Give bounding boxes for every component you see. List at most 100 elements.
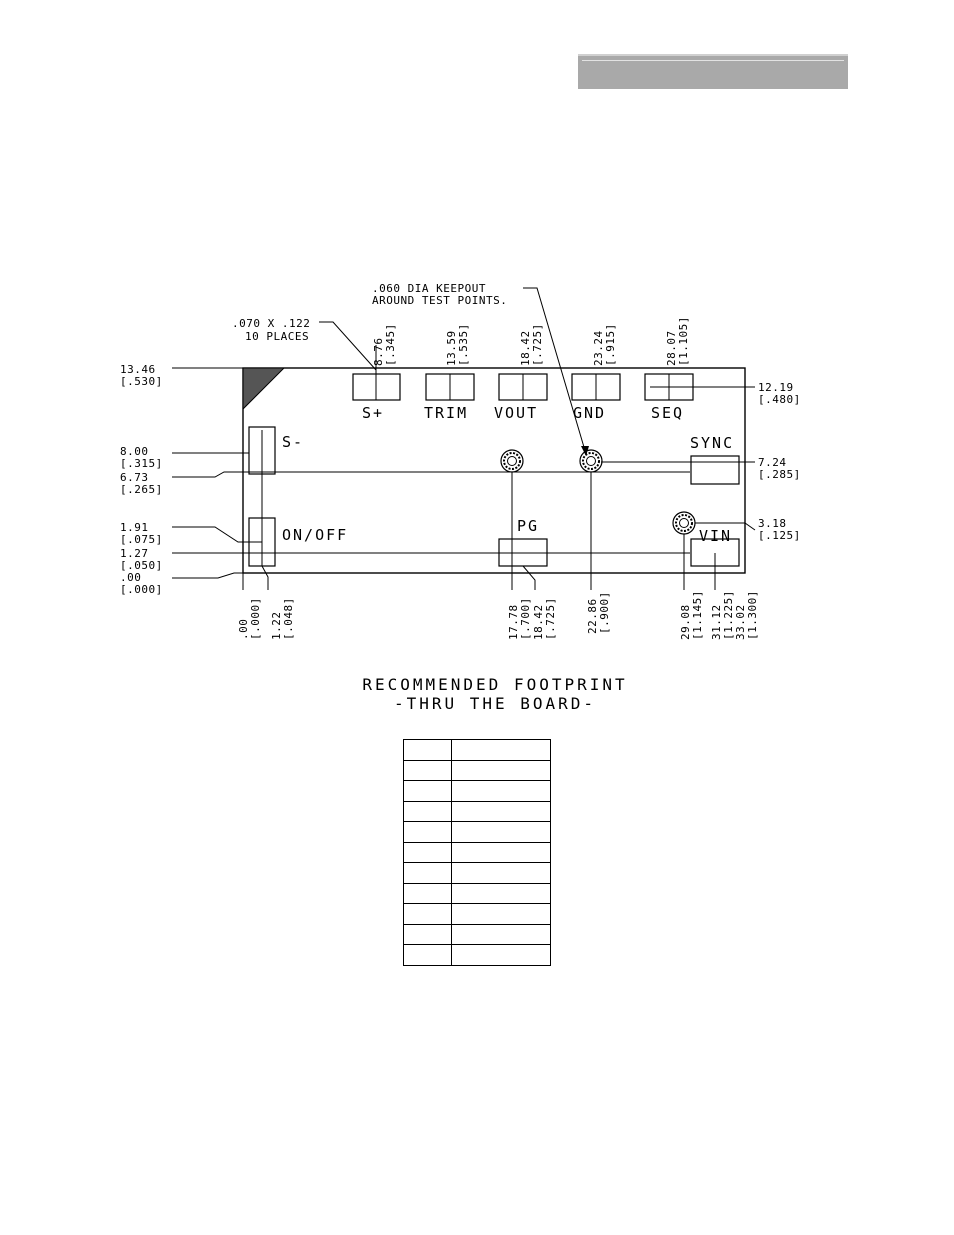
table-row bbox=[403, 923, 551, 945]
dim-right-mm: 3.18 bbox=[758, 517, 787, 530]
pin-label-s-minus: S- bbox=[282, 433, 304, 451]
table-cell-function bbox=[451, 821, 551, 843]
test-point-1 bbox=[500, 449, 524, 473]
dim-bottom-mm: 18.42 bbox=[532, 604, 545, 640]
pin1-corner-marker bbox=[242, 367, 286, 411]
table-cell-pin bbox=[403, 841, 452, 863]
pad-size-callout-line1: .070 X .122 bbox=[232, 317, 310, 330]
table-cell-pin bbox=[403, 944, 452, 966]
table-cell-pin bbox=[403, 739, 452, 761]
dim-bottom-mm: 29.08 bbox=[679, 604, 692, 640]
pin-label-vout: VOUT bbox=[494, 404, 538, 422]
table-row bbox=[403, 862, 551, 884]
ext-line-bottom-18-42 bbox=[522, 565, 536, 590]
dim-right-mm: 12.19 bbox=[758, 381, 794, 394]
dim-right-mm: 7.24 bbox=[758, 456, 787, 469]
dim-top-in: [.915] bbox=[604, 323, 617, 366]
table-cell-function bbox=[451, 944, 551, 966]
ext-line-3-18 bbox=[695, 522, 756, 531]
dim-top-in: [1.105] bbox=[677, 316, 690, 366]
table-cell-function bbox=[451, 739, 551, 761]
pin-label-on-off: ON/OFF bbox=[282, 526, 348, 544]
table-cell-pin bbox=[403, 780, 452, 802]
board-outline bbox=[242, 367, 746, 574]
dim-top-in: [.725] bbox=[531, 323, 544, 366]
pin-label-sync: SYNC bbox=[690, 434, 734, 452]
pad-size-callout-line2: 10 PLACES bbox=[245, 330, 309, 343]
keepout-callout-line1: .060 DIA KEEPOUT bbox=[372, 282, 486, 295]
pin-label-seq: SEQ bbox=[651, 404, 684, 422]
table-row bbox=[403, 944, 551, 966]
dim-left-in: [.000] bbox=[120, 583, 163, 596]
dim-bottom-mm: 1.22 bbox=[270, 612, 283, 641]
table-cell-function bbox=[451, 882, 551, 904]
pad-vin bbox=[690, 538, 740, 567]
dim-bottom-in: [1.225] bbox=[722, 590, 735, 640]
dim-left-in: [.530] bbox=[120, 375, 163, 388]
dim-bottom-mm: 31.12 bbox=[710, 604, 723, 640]
pin-label-pg: PG bbox=[517, 517, 539, 535]
dim-bottom-in: [.000] bbox=[249, 597, 262, 640]
pin-table bbox=[403, 739, 551, 966]
table-cell-pin bbox=[403, 821, 452, 843]
dim-right-in: [.125] bbox=[758, 529, 801, 542]
table-cell-pin bbox=[403, 862, 452, 884]
table-cell-pin bbox=[403, 903, 452, 925]
caption-subtitle: -THRU THE BOARD- bbox=[394, 694, 596, 713]
dim-bottom-in: [.725] bbox=[544, 597, 557, 640]
dim-left-in: [.315] bbox=[120, 457, 163, 470]
dim-bottom-mm: 22.86 bbox=[586, 598, 599, 634]
pin-label-vin: VIN bbox=[699, 527, 732, 545]
dim-bottom-in: [.048] bbox=[282, 597, 295, 640]
dim-top-in: [.345] bbox=[384, 323, 397, 366]
dim-top-mm: 13.59 bbox=[445, 330, 458, 366]
dim-left-mm: 6.73 bbox=[120, 471, 149, 484]
table-row bbox=[403, 739, 551, 761]
keepout-callout-line2: AROUND TEST POINTS. bbox=[372, 294, 507, 307]
dim-bottom-mm: 33.02 bbox=[734, 604, 747, 640]
dim-bottom-in: [1.145] bbox=[691, 590, 704, 640]
table-cell-function bbox=[451, 841, 551, 863]
table-row bbox=[403, 780, 551, 802]
leader-pad-size bbox=[319, 321, 377, 371]
dim-top-in: [.535] bbox=[457, 323, 470, 366]
table-cell-function bbox=[451, 800, 551, 822]
pin-label-trim: TRIM bbox=[424, 404, 468, 422]
table-cell-function bbox=[451, 862, 551, 884]
dim-left-mm: 13.46 bbox=[120, 363, 156, 376]
table-row bbox=[403, 903, 551, 925]
table-row bbox=[403, 759, 551, 781]
table-cell-function bbox=[451, 759, 551, 781]
dim-left-in: [.050] bbox=[120, 559, 163, 572]
table-cell-pin bbox=[403, 759, 452, 781]
dim-left-in: [.075] bbox=[120, 533, 163, 546]
ext-line-6-73 bbox=[172, 471, 262, 478]
table-cell-function bbox=[451, 780, 551, 802]
table-row bbox=[403, 882, 551, 904]
dim-right-in: [.480] bbox=[758, 393, 801, 406]
leader-keepout-arrow bbox=[581, 446, 589, 456]
ext-line-1-91 bbox=[172, 526, 262, 543]
test-point-3 bbox=[672, 511, 696, 535]
dim-right-in: [.285] bbox=[758, 468, 801, 481]
dim-left-mm: 1.27 bbox=[120, 547, 149, 560]
table-row bbox=[403, 841, 551, 863]
table-row bbox=[403, 821, 551, 843]
leader-keepout bbox=[523, 287, 587, 455]
ext-line-bottom-1-22 bbox=[261, 565, 269, 590]
test-point-2 bbox=[579, 449, 603, 473]
dim-bottom-in: [.900] bbox=[598, 591, 611, 634]
table-cell-function bbox=[451, 923, 551, 945]
pin-label-s-plus: S+ bbox=[362, 404, 384, 422]
dim-bottom-mm: 17.78 bbox=[507, 604, 520, 640]
dim-top-mm: 28.07 bbox=[665, 330, 678, 366]
ext-line-0-00 bbox=[172, 572, 243, 579]
caption-title: RECOMMENDED FOOTPRINT bbox=[362, 675, 627, 694]
table-cell-pin bbox=[403, 882, 452, 904]
dim-bottom-in: [1.300] bbox=[746, 590, 759, 640]
table-cell-function bbox=[451, 903, 551, 925]
dim-top-mm: 23.24 bbox=[592, 330, 605, 366]
pin-label-gnd: GND bbox=[573, 404, 606, 422]
dim-top-mm: 18.42 bbox=[519, 330, 532, 366]
